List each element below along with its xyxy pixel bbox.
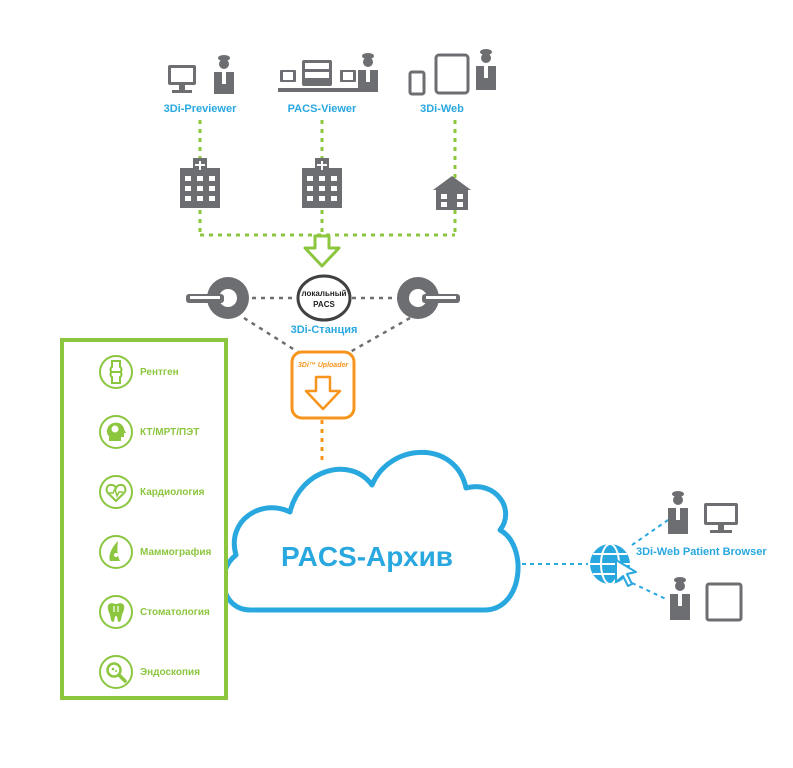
hospital-icon — [180, 158, 220, 208]
modality-item-endoscopy: Эндоскопия — [98, 654, 200, 690]
head-brain-icon — [99, 415, 133, 449]
house-icon — [433, 176, 471, 210]
local-pacs-label-line2: PACS — [313, 300, 335, 309]
local-pacs-label-line1: локальный — [302, 289, 347, 298]
modality-label: Рентген — [140, 366, 179, 378]
heart-icon — [99, 475, 133, 509]
hospital-icon — [302, 158, 342, 208]
pacs-viewer-station-icon — [278, 60, 358, 92]
green-down-arrow-icon — [303, 234, 341, 268]
scanner-icon — [186, 277, 249, 319]
scanner-icon — [397, 277, 460, 319]
doctor-icon — [476, 49, 496, 90]
previewer-monitor-icon — [168, 65, 196, 93]
web-label: 3Di-Web — [420, 103, 464, 115]
patient-browser-label: 3Di-Web Patient Browser — [636, 546, 767, 558]
station-label: 3Di-Станция — [291, 324, 358, 336]
modality-label: Стоматология — [140, 606, 210, 618]
magnifier-icon — [99, 655, 133, 689]
computer-monitor-icon — [704, 503, 738, 533]
globe-cursor-icon — [590, 543, 637, 587]
modality-panel: Рентген КТ/МРТ/ПЭТ Кардиология Маммограф… — [60, 338, 228, 700]
doctor-icon — [668, 491, 688, 534]
modality-item-mammography: Маммография — [98, 534, 211, 570]
uploader-label: 3Di™ Uploader — [298, 362, 349, 369]
previewer-label: 3Di-Previewer — [164, 103, 237, 115]
modality-label: КТ/МРТ/ПЭТ — [140, 426, 200, 438]
doctor-icon — [670, 577, 690, 620]
local-pacs-node: локальный PACS — [296, 274, 352, 322]
gray-connectors — [243, 296, 411, 354]
pacs-viewer-label: PACS-Viewer — [288, 103, 357, 115]
doctor-icon — [214, 55, 234, 94]
modality-item-dentistry: Стоматология — [98, 594, 210, 630]
modality-label: Эндоскопия — [140, 666, 201, 678]
blue-connectors — [498, 519, 669, 601]
pacs-archive-label: PACS-Архив — [281, 541, 453, 572]
modality-item-cardiology: Кардиология — [98, 474, 204, 510]
tablet-icon — [705, 582, 743, 622]
tooth-icon — [99, 595, 133, 629]
pacs-archive-cloud: PACS-Архив — [220, 450, 521, 613]
bone-joint-icon — [99, 355, 133, 389]
mammography-icon — [99, 535, 133, 569]
modality-label: Кардиология — [140, 486, 205, 498]
modality-item-xray: Рентген — [98, 354, 179, 390]
tablet-phone-icon — [408, 53, 470, 96]
uploader-node: 3Di™ Uploader — [290, 350, 356, 420]
orange-down-arrow-icon — [304, 375, 342, 411]
modality-label: Маммография — [140, 546, 212, 558]
doctor-icon — [358, 53, 378, 92]
modality-item-ct-mri-pet: КТ/МРТ/ПЭТ — [98, 414, 199, 450]
